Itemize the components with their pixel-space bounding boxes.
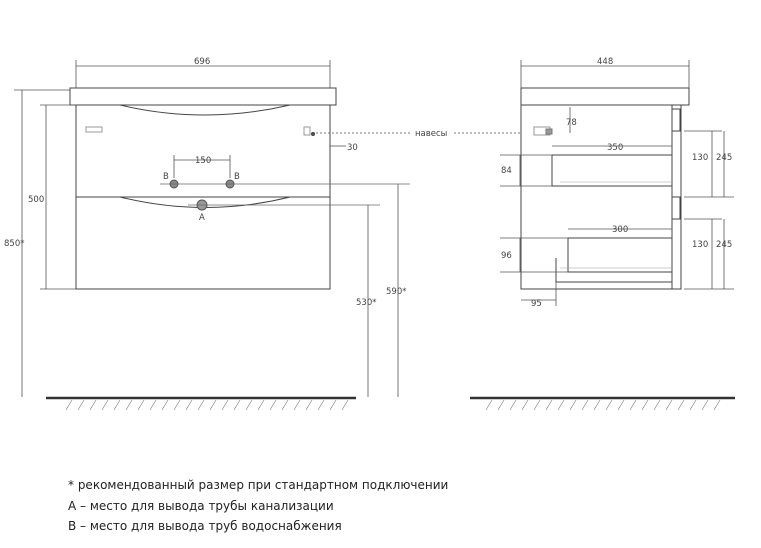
dim-upper-drawer-depth: 350	[607, 143, 623, 153]
dim-depth: 448	[597, 57, 613, 67]
dim-pipe-spacing: 150	[195, 156, 211, 166]
dim-lower-section: 245	[716, 240, 732, 250]
hinge-mark-right	[303, 126, 311, 136]
label-b-right: B	[234, 172, 240, 182]
side-front-panel-top	[671, 108, 681, 132]
dim-lower-offset: 96	[501, 251, 512, 261]
dim-upper-offset: 84	[501, 166, 512, 176]
note-recommended: * рекомендованный размер при стандартном…	[68, 478, 449, 492]
floor-left	[46, 396, 356, 411]
dim-hinge-offset: 30	[347, 143, 358, 153]
dim-basin-height: 500	[28, 195, 44, 205]
side-basin-top	[520, 87, 690, 106]
dim-front-thickness: 95	[531, 299, 542, 309]
dim-upper-drawer-height: 130	[692, 153, 708, 163]
note-a-drain: А – место для вывода трубы канализации	[68, 499, 334, 513]
dim-lower-drawer-height: 130	[692, 240, 708, 250]
dim-height-590: 590*	[386, 287, 406, 297]
front-basin-top	[69, 87, 337, 106]
label-b-left: B	[163, 172, 169, 182]
side-cabinet	[520, 104, 682, 290]
front-dimensions	[14, 60, 540, 397]
note-b-water: В – место для вывода труб водоснабжения	[68, 519, 342, 533]
front-view	[69, 87, 337, 290]
dim-total-height: 850*	[4, 239, 24, 249]
side-front-panel-lower	[671, 196, 681, 220]
hinge-dot	[311, 132, 315, 136]
hinge-mark-left	[85, 126, 103, 133]
dim-height-530: 530*	[356, 298, 376, 308]
dim-hinge-top: 78	[566, 118, 577, 128]
pipe-outlets	[160, 179, 410, 211]
dim-width: 696	[194, 57, 210, 67]
dim-lower-drawer-depth: 300	[612, 225, 628, 235]
hinge-label: навесы	[415, 129, 447, 139]
floor-right	[470, 396, 735, 411]
front-basin-curve	[119, 104, 291, 116]
side-dimensions	[500, 60, 734, 306]
side-view	[520, 87, 690, 290]
label-a: A	[199, 213, 205, 223]
dim-upper-section: 245	[716, 153, 732, 163]
